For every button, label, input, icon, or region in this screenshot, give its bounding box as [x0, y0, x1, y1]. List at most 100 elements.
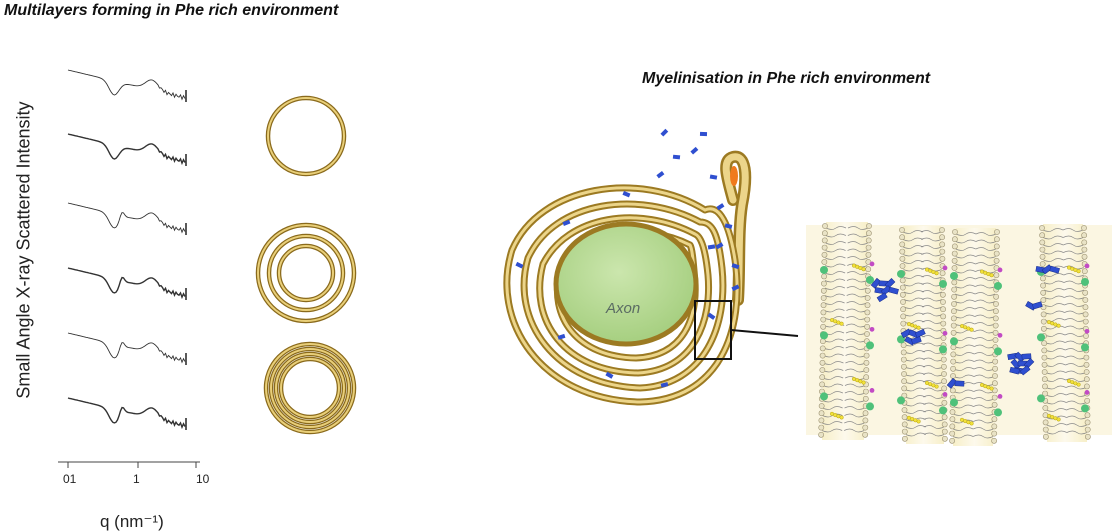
lipid-headgroup	[951, 250, 958, 257]
lipid-headgroup	[939, 241, 946, 248]
lipid-headgroup	[819, 345, 826, 352]
lipid-headgroup	[940, 299, 946, 305]
phe-molecule	[1019, 365, 1031, 376]
lipid-headgroup	[949, 423, 956, 430]
protein-marker	[950, 337, 958, 346]
protein-marker	[820, 392, 828, 401]
lipid-headgroup	[820, 287, 827, 294]
lipid-bilayer	[818, 222, 875, 440]
lipid-headgroup	[950, 315, 957, 322]
lipid-headgroup	[991, 437, 997, 444]
lipid-headgroup	[1082, 318, 1089, 325]
lipid-headgroup	[1081, 232, 1088, 239]
lipid-headgroup	[940, 313, 947, 320]
lipid-headgroup	[940, 335, 947, 341]
lipid-headgroup	[863, 359, 870, 366]
lipid-headgroup	[822, 223, 828, 229]
lipid-headgroup	[1042, 426, 1049, 433]
lipid-headgroup	[819, 381, 825, 388]
lipid-headgroup	[1083, 333, 1089, 339]
phe-molecule	[731, 284, 740, 292]
nucleus	[730, 166, 738, 186]
cholesterol	[1076, 269, 1081, 274]
lipid-headgroup	[939, 227, 945, 233]
phe-molecule	[656, 170, 665, 179]
lipid-headgroup	[1081, 253, 1088, 260]
x-tick-label: 1	[133, 472, 140, 486]
lipid-headgroup	[899, 248, 906, 255]
lipid-headgroup	[862, 431, 869, 438]
lipid-headgroup	[1083, 361, 1090, 368]
cholesterol	[969, 421, 974, 426]
lipid-headgroup	[900, 291, 906, 298]
lipid-headgroup	[901, 428, 908, 435]
phe-molecule	[946, 377, 958, 389]
lipid-headgroup	[821, 251, 828, 258]
lipid-headgroup	[1084, 419, 1091, 426]
lipid-headgroup	[862, 417, 869, 424]
lipid-headgroup	[819, 374, 826, 381]
lipid-headgroup	[1042, 390, 1048, 397]
phe-molecule	[699, 131, 708, 137]
lipid-headgroup	[1042, 433, 1049, 440]
lipid-bilayer	[897, 226, 948, 444]
lipid-headgroup	[1083, 354, 1090, 361]
lipid-headgroup	[820, 295, 827, 301]
lipid-headgroup	[864, 331, 870, 337]
lipid-headgroup	[1081, 239, 1088, 246]
lipid-headgroup	[901, 363, 907, 370]
phe-molecule	[1009, 366, 1020, 375]
phe-molecule	[515, 261, 524, 269]
lipid-headgroup	[819, 367, 826, 373]
lipid-headgroup	[1084, 397, 1091, 404]
lipid-headgroup	[901, 378, 907, 385]
lipid-headgroup	[1040, 282, 1046, 289]
lipid-headgroup	[992, 322, 999, 329]
lipid-headgroup	[1039, 246, 1046, 253]
lipid-headgroup	[941, 414, 948, 421]
lipid-headgroup	[941, 399, 948, 406]
lipid-headgroup	[1039, 239, 1046, 246]
lipid-headgroup	[940, 306, 946, 313]
lipid-headgroup	[991, 430, 998, 437]
zoom-connector	[730, 329, 799, 337]
lipid-headgroup	[940, 291, 946, 298]
lipid-headgroup	[1082, 304, 1089, 311]
lipid-headgroup	[949, 437, 955, 444]
phe-molecule	[557, 333, 566, 340]
cholesterol	[861, 380, 866, 385]
axon	[553, 221, 699, 347]
lipid-headgroup	[865, 251, 872, 258]
lipid-headgroup	[992, 365, 998, 372]
lipid-bilayer	[1037, 224, 1091, 442]
phe-molecule	[622, 191, 631, 198]
lipid-headgroup	[899, 234, 905, 241]
phe-molecule	[724, 223, 733, 229]
lipid-headgroup	[821, 237, 828, 244]
lipid-headgroup	[939, 248, 946, 255]
lipid-headgroup	[1041, 369, 1048, 375]
phe-molecule	[716, 203, 725, 211]
saxs-curve	[67, 332, 186, 364]
x-tick-label: 01	[63, 472, 77, 486]
lipid-headgroup	[993, 308, 999, 315]
lipid-headgroup	[951, 301, 957, 307]
lipid-headgroup	[899, 227, 905, 233]
lipid-headgroup	[865, 244, 872, 251]
lipid-headgroup	[951, 265, 958, 271]
lipid-headgroup	[991, 423, 998, 430]
lipid-headgroup	[900, 306, 906, 313]
lipid-headgroup	[901, 371, 907, 377]
lipid-headgroup	[864, 295, 871, 301]
cholesterol	[969, 327, 974, 332]
lipid-headgroup	[1081, 225, 1087, 231]
lipid-bilayer-detail	[806, 222, 1112, 446]
lipid-headgroup	[1081, 246, 1088, 253]
phe-molecule	[660, 128, 669, 137]
lipid-headgroup	[951, 243, 958, 250]
lipid-headgroup	[1041, 347, 1048, 354]
lipid-headgroup	[819, 338, 826, 345]
lipid-headgroup	[1040, 318, 1047, 325]
cholesterol	[1056, 417, 1061, 422]
lipid-headgroup	[993, 257, 1000, 264]
